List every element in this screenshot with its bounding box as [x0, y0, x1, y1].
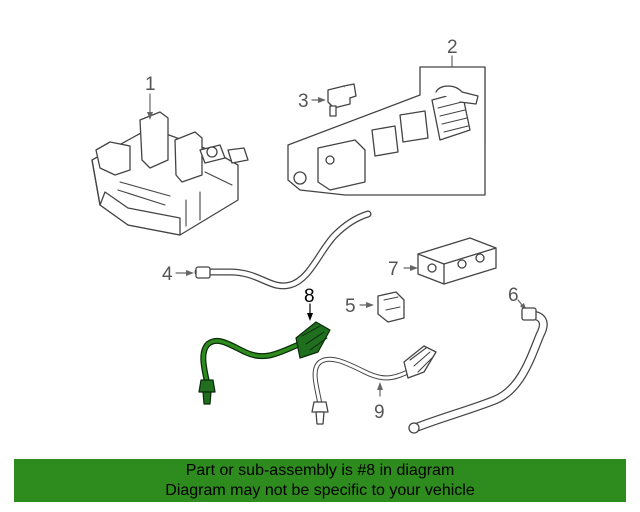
callout-9: 9 — [374, 402, 385, 423]
parts-diagram: 1 2 3 4 5 6 7 8 9 — [91, 37, 548, 434]
part-5-clip[interactable] — [359, 291, 405, 323]
callout-7: 7 — [388, 259, 399, 280]
callout-4: 4 — [162, 264, 173, 285]
callout-6: 6 — [508, 285, 519, 306]
callout-3: 3 — [298, 91, 309, 112]
info-banner: Part or sub-assembly is #8 in diagram Di… — [14, 459, 626, 502]
part-1-vapor-canister[interactable] — [91, 93, 249, 236]
part-7-connector-block[interactable] — [403, 237, 497, 285]
banner-line-1: Part or sub-assembly is #8 in diagram — [185, 462, 455, 479]
part-8-highlighted-harness[interactable] — [198, 303, 331, 405]
part-3-purge-valve[interactable] — [311, 83, 357, 117]
part-4-vapor-tube[interactable] — [175, 210, 372, 290]
callout-8: 8 — [304, 286, 315, 307]
callout-2: 2 — [447, 37, 458, 58]
callout-5: 5 — [345, 296, 356, 317]
callout-1: 1 — [145, 74, 156, 95]
banner-line-2: Diagram may not be specific to your vehi… — [165, 482, 475, 499]
part-2-bracket-assembly[interactable] — [287, 55, 486, 196]
part-6-pipe[interactable] — [408, 299, 548, 434]
part-9-sensor-harness[interactable] — [311, 345, 437, 425]
